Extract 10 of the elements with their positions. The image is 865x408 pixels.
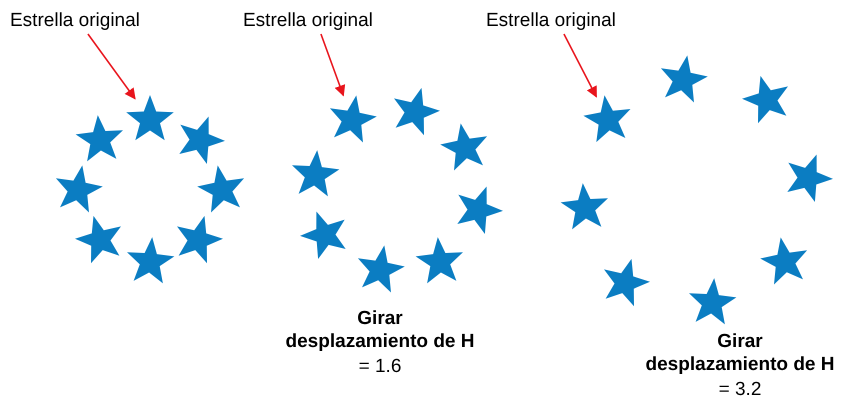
leader-arrow bbox=[563, 34, 598, 98]
value-label: = 3.2 bbox=[718, 378, 762, 401]
callout-label: Estrella original bbox=[10, 10, 140, 32]
leader-arrow bbox=[320, 34, 346, 97]
caption-heading: Girar desplazamiento de H bbox=[644, 330, 836, 376]
callout-label: Estrella original bbox=[486, 10, 616, 32]
leader-arrow bbox=[87, 34, 136, 100]
caption-heading: Girar desplazamiento de H bbox=[284, 307, 476, 353]
callout-label: Estrella original bbox=[243, 10, 373, 32]
value-label: = 1.6 bbox=[358, 355, 402, 378]
